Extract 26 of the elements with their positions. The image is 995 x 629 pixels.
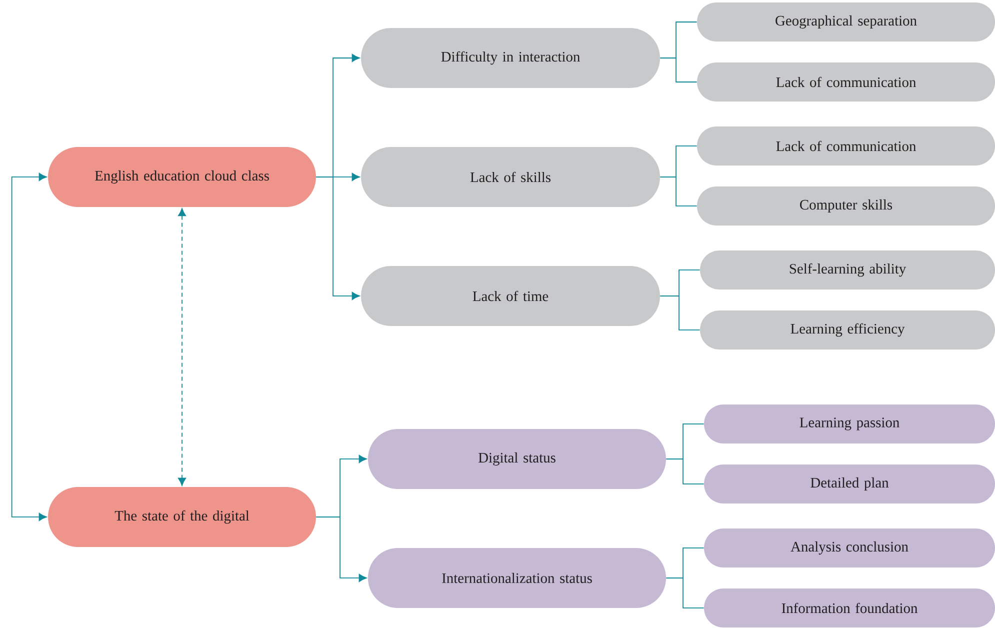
category-box: Digital status [368,428,666,489]
topic-box: English education cloud class [48,146,316,207]
item-box: Geographical separation [697,2,995,42]
arrow [11,172,47,522]
arrow [316,176,360,300]
connector-line [660,58,698,82]
item-box: Self-learning ability [700,250,995,290]
category-box: Internationalization status [368,548,666,608]
item-box: Lack of communication [697,62,995,102]
item-box: Information foundation [704,588,995,628]
category-box: Lack of skills [361,146,660,207]
connector-line [666,458,704,484]
item-box: Analysis conclusion [704,528,995,568]
category-box: Lack of time [361,266,660,326]
dashed-arrow [178,208,186,486]
item-box: Learning passion [704,404,995,444]
arrow [316,516,367,582]
topic-box: The state of the digital [48,486,316,547]
item-box: Detailed plan [704,464,995,504]
connector-line [666,578,704,608]
item-box: Computer skills [697,186,995,226]
item-box: Lack of communication [697,126,995,166]
category-box: Difficulty in interaction [361,28,660,88]
connector-line [660,176,698,206]
connector-line [660,296,700,330]
item-box: Learning efficiency [700,310,995,350]
